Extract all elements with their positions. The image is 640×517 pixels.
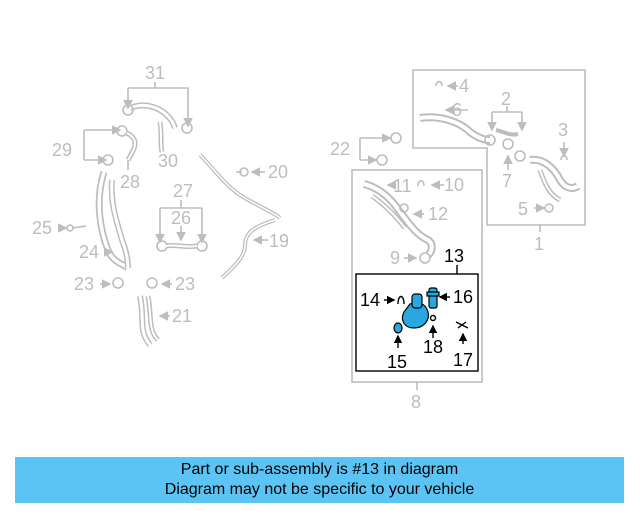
callout-28: 28 bbox=[120, 172, 140, 192]
callout-13: 13 bbox=[444, 246, 464, 266]
assembly-8-box bbox=[351, 169, 483, 390]
callout-14: 14 bbox=[360, 290, 380, 310]
callout-8: 8 bbox=[411, 392, 421, 412]
callout-11: 11 bbox=[393, 176, 412, 196]
callout-16: 16 bbox=[453, 287, 473, 307]
callout-2: 2 bbox=[501, 89, 511, 109]
callout-27: 27 bbox=[173, 181, 193, 201]
callout-1: 1 bbox=[534, 234, 544, 254]
callout-9: 9 bbox=[390, 248, 400, 268]
callout-12: 12 bbox=[428, 204, 448, 224]
part-22-group bbox=[359, 132, 402, 166]
callout-22: 22 bbox=[330, 139, 350, 159]
callout-6: 6 bbox=[452, 100, 462, 120]
callout-30: 30 bbox=[158, 151, 178, 171]
callout-26: 26 bbox=[171, 208, 191, 228]
callout-29: 29 bbox=[52, 140, 72, 160]
assembly-13-box bbox=[355, 265, 479, 372]
part-13-highlight bbox=[393, 287, 440, 334]
callout-20: 20 bbox=[268, 162, 288, 182]
callout-23-right: 23 bbox=[175, 274, 195, 294]
active-callouts: 13 14 16 18 17 15 bbox=[360, 246, 473, 372]
banner-line-2: Diagram may not be specific to your vehi… bbox=[164, 481, 475, 498]
callout-21: 21 bbox=[172, 306, 192, 326]
callout-7: 7 bbox=[502, 171, 512, 191]
callout-17: 17 bbox=[453, 350, 473, 370]
callout-25: 25 bbox=[32, 218, 52, 238]
callout-18: 18 bbox=[423, 337, 443, 357]
banner-line-1: Part or sub-assembly is #13 in diagram bbox=[180, 461, 459, 478]
callout-5: 5 bbox=[518, 199, 528, 219]
callout-4: 4 bbox=[459, 76, 469, 96]
callout-19: 19 bbox=[269, 231, 289, 251]
callout-31: 31 bbox=[145, 63, 165, 83]
callout-10: 10 bbox=[444, 175, 464, 195]
callout-3: 3 bbox=[558, 120, 568, 140]
faded-callouts: 31 29 28 30 25 24 27 26 23 23 21 20 19 2… bbox=[32, 63, 568, 412]
assembly-1-box bbox=[412, 69, 586, 232]
left-parts-group bbox=[58, 82, 282, 347]
callout-15: 15 bbox=[387, 352, 407, 372]
callout-23-left: 23 bbox=[74, 274, 94, 294]
info-banner: Part or sub-assembly is #13 in diagram D… bbox=[15, 457, 624, 503]
callout-24: 24 bbox=[79, 242, 99, 262]
